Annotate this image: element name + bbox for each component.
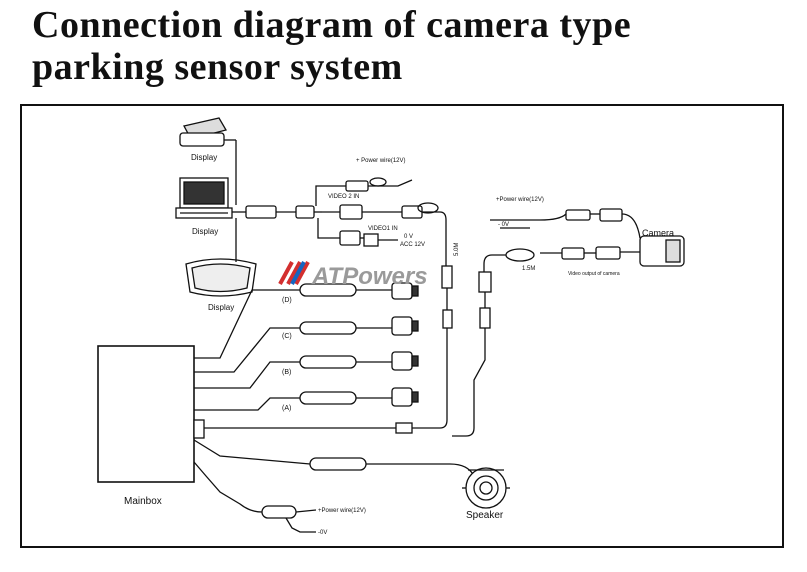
sensor-b-label: (B)	[282, 369, 291, 376]
diagram-title: Connection diagram of camera type parkin…	[32, 4, 631, 88]
sensor-d-label: (D)	[282, 297, 292, 304]
minus-0v-camera-label: - 0V	[498, 222, 509, 228]
sensor-heads	[391, 282, 419, 407]
minus-0v-bottom-label: -0V	[318, 530, 327, 536]
speaker-label: Speaker	[466, 510, 504, 521]
title-line-2: parking sensor system	[32, 46, 403, 88]
video1-in-label: VIDEO1 IN	[368, 226, 398, 232]
camera-label: Camera	[642, 228, 674, 238]
display-middle-unit	[175, 177, 233, 219]
watermark-text: ATPowers	[311, 263, 428, 290]
watermark: ATPowers	[278, 261, 428, 290]
title-line-1: Connection diagram of camera type	[32, 4, 632, 46]
display-top-label: Display	[191, 153, 217, 162]
mainbox-label: Mainbox	[124, 496, 162, 507]
video2-in-label: VIDEO 2 IN	[328, 194, 359, 200]
power-wire-bottom-label: +Power wire(12V)	[318, 508, 366, 514]
sensor-a-label: (A)	[282, 405, 291, 412]
zero-v-label: 0 V	[404, 234, 413, 240]
speaker-unit	[462, 467, 510, 509]
display-mirror-label: Display	[208, 303, 234, 312]
acc-12v-label: ACC 12V	[400, 242, 425, 248]
sensor-c-label: (C)	[282, 333, 292, 340]
power-wire-camera-label: +Power wire(12V)	[496, 197, 544, 203]
display-mirror-unit	[185, 218, 257, 297]
mainbox-unit	[97, 345, 195, 483]
sensor-cables	[194, 283, 392, 411]
cable-1-5m-label: 1.5M	[522, 266, 535, 272]
diagram-frame	[20, 104, 784, 548]
cable-5m-label: 5.0M	[454, 243, 460, 256]
display-middle-label: Display	[192, 227, 218, 236]
display-top-unit	[179, 117, 237, 205]
power-wire-top-label: + Power wire(12V)	[356, 158, 406, 164]
video-output-camera-label: Video output of camera	[568, 271, 620, 277]
